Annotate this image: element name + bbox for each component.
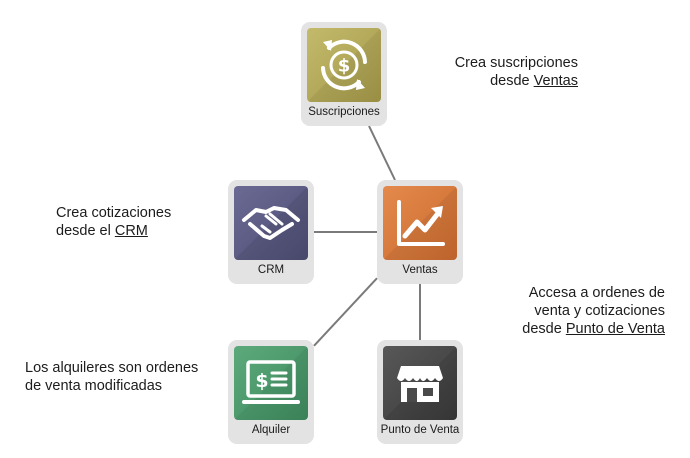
caption-punto-de-venta-line3-prefix: desde [522,321,566,337]
caption-crm-line2-prefix: desde el [56,223,115,239]
crm-label: CRM [257,264,285,276]
caption-punto-de-venta-line1: Accesa a ordenes de [528,285,665,301]
caption-punto-de-venta: Accesa a ordenes de venta y cotizaciones… [522,284,665,338]
caption-suscripciones: Crea suscripciones desde Ventas [455,54,578,90]
ventas-link[interactable]: Ventas [533,73,578,89]
app-node-crm[interactable]: CRM [228,180,314,284]
connector-suscripciones-ventas [368,125,396,181]
storefront-icon [383,346,457,420]
receipt-dollar-icon: $ [234,346,308,420]
app-node-punto-de-venta[interactable]: Punto de Venta [377,340,463,444]
connector-ventas-alquiler [313,277,378,347]
app-node-ventas[interactable]: Ventas [377,180,463,284]
suscripciones-label: Suscripciones [308,106,380,118]
trend-chart-icon [383,186,457,260]
crm-link[interactable]: CRM [114,223,148,239]
caption-alquiler-line2: de venta modificadas [25,378,163,394]
ventas-tile [383,186,457,260]
caption-punto-de-venta-line3: desde Punto de Venta [522,320,665,338]
app-node-suscripciones[interactable]: $ Suscripciones [301,22,387,126]
app-node-alquiler[interactable]: $ Alquiler [228,340,314,444]
caption-punto-de-venta-line2: venta y cotizaciones [534,303,665,319]
caption-suscripciones-line2: desde Ventas [455,72,578,90]
caption-crm-line2: desde el CRM [56,222,171,240]
crm-tile [234,186,308,260]
ventas-label: Ventas [402,264,438,276]
alquiler-tile: $ [234,346,308,420]
suscripciones-tile: $ [307,28,381,102]
handshake-icon [234,186,308,260]
punto-de-venta-link[interactable]: Punto de Venta [565,321,665,337]
svg-text:$: $ [338,56,351,77]
caption-crm: Crea cotizaciones desde el CRM [56,204,171,240]
alquiler-label: Alquiler [251,424,291,436]
caption-suscripciones-line2-prefix: desde [490,73,534,89]
caption-suscripciones-line1: Crea suscripciones [454,55,578,71]
caption-alquiler: Los alquileres son ordenes de venta modi… [25,359,198,395]
punto-de-venta-tile [383,346,457,420]
caption-alquiler-line1: Los alquileres son ordenes [25,360,199,376]
caption-crm-line1: Crea cotizaciones [56,205,172,221]
recurring-dollar-icon: $ [307,28,381,102]
punto-de-venta-label: Punto de Venta [380,424,460,436]
svg-text:$: $ [255,370,268,392]
